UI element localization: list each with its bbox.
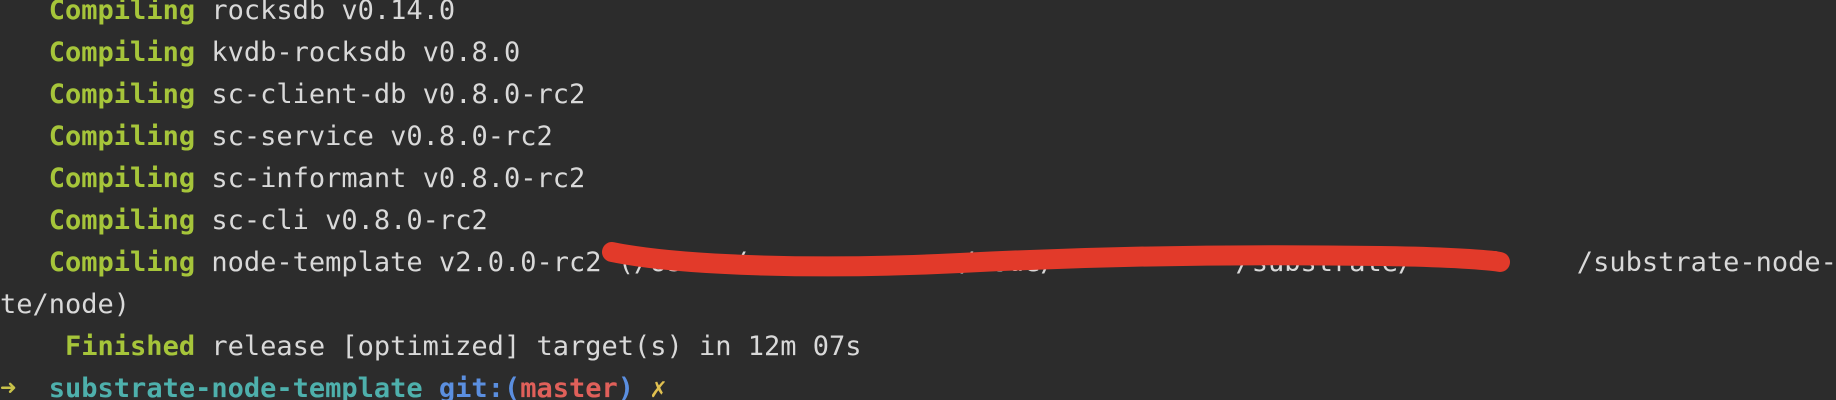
crate-text: node-template v2.0.0-rc2 (/Users/ /code/… xyxy=(211,247,1836,278)
compiling-keyword: Compiling xyxy=(48,121,196,152)
output-line: Compiling node-template v2.0.0-rc2 (/Use… xyxy=(0,242,1836,284)
output-line: Compiling kvdb-rocksdb v0.8.0 xyxy=(0,32,520,74)
wrapped-path-text: te/node) xyxy=(0,289,131,320)
prompt-branch: master xyxy=(520,373,618,400)
prompt-directory: substrate-node-template xyxy=(48,373,423,400)
compiling-keyword: Compiling xyxy=(48,0,196,26)
crate-text: sc-client-db v0.8.0-rc2 xyxy=(211,79,586,110)
output-line: Compiling sc-informant v0.8.0-rc2 xyxy=(0,158,585,200)
prompt-git-close: ) xyxy=(617,373,635,400)
finished-line: Finished release [optimized] target(s) i… xyxy=(0,326,862,368)
compiling-keyword: Compiling xyxy=(48,247,196,278)
finished-keyword: Finished xyxy=(65,331,196,362)
prompt-git-label: git:( xyxy=(438,373,521,400)
dirty-marker-icon: ✗ xyxy=(650,373,667,400)
output-line: Compiling sc-client-db v0.8.0-rc2 xyxy=(0,74,585,116)
crate-text: kvdb-rocksdb v0.8.0 xyxy=(211,37,521,68)
finished-text: release [optimized] target(s) in 12m 07s xyxy=(211,331,862,362)
crate-text: sc-informant v0.8.0-rc2 xyxy=(211,163,586,194)
shell-prompt[interactable]: ➜ substrate-node-template git:(master) ✗ xyxy=(0,368,667,400)
compiling-keyword: Compiling xyxy=(48,79,196,110)
crate-text: sc-service v0.8.0-rc2 xyxy=(211,121,553,152)
prompt-arrow-icon: ➜ xyxy=(0,373,17,400)
compiling-keyword: Compiling xyxy=(48,163,196,194)
output-line: Compiling sc-service v0.8.0-rc2 xyxy=(0,116,553,158)
compiling-keyword: Compiling xyxy=(48,37,196,68)
output-line: Compiling rocksdb v0.14.0 xyxy=(0,0,455,32)
crate-text: sc-cli v0.8.0-rc2 xyxy=(211,205,488,236)
output-line-wrap: te/node) xyxy=(0,284,130,326)
crate-text: rocksdb v0.14.0 xyxy=(211,0,456,26)
compiling-keyword: Compiling xyxy=(48,205,196,236)
output-line: Compiling sc-cli v0.8.0-rc2 xyxy=(0,200,488,242)
